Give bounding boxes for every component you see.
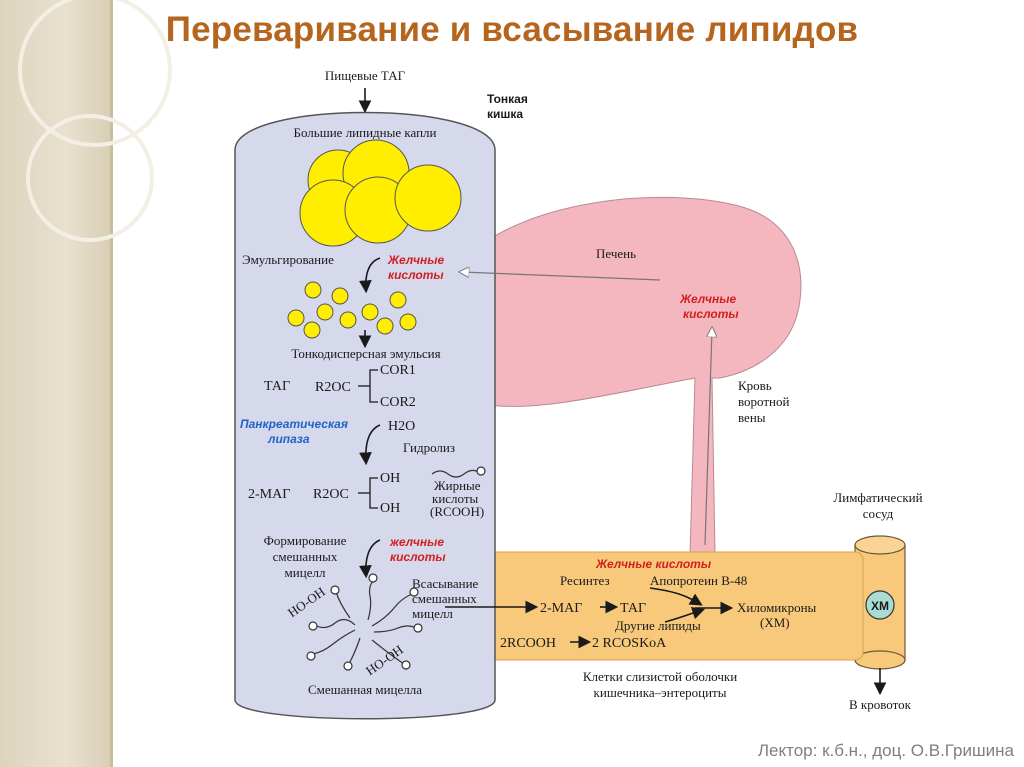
emulsification-label: Эмульгирование [242, 252, 334, 267]
bile-acids-label-2b: кислоты [390, 550, 446, 564]
micelle-formation-label-b: смешанных [273, 549, 338, 564]
resynthesis-label: Ресинтез [560, 573, 610, 588]
absorption-label-a: Всасывание [412, 576, 479, 591]
fine-emulsion-label: Тонкодисперсная эмульсия [291, 346, 440, 361]
fatty-acids-label-b: кислоты [432, 491, 479, 506]
rcoskoa-label: 2 RCOSKoA [592, 636, 667, 651]
enterocyte-bile-label: Желчные кислоты [595, 557, 712, 571]
oh-label-1: OH [380, 471, 400, 486]
pancreatic-lipase-label-a: Панкреатическая [240, 417, 348, 431]
fatty-acid-squiggle [431, 469, 479, 478]
other-lipids-label: Другие липиды [615, 618, 701, 633]
ester-bracket [358, 369, 378, 509]
mixed-micelle-graphic [306, 573, 423, 671]
large-lipid-droplets [299, 139, 462, 247]
liver-label: Печень [596, 246, 636, 261]
portal-blood-label-b: воротной [738, 394, 790, 409]
tag-label: ТАГ [264, 379, 290, 394]
portal-blood-label-a: Кровь [738, 378, 772, 393]
fatty-acids-label-c: (RCOOH) [430, 504, 484, 519]
side-panel-border [110, 0, 113, 767]
flow-arrows [358, 88, 887, 696]
portal-blood-label-c: вены [738, 410, 766, 425]
micelle-formation-label-c: мицелл [285, 565, 326, 580]
oh-label-2: OH [380, 501, 400, 516]
decorative-rings [18, 0, 172, 242]
fatty-acids-label-a: Жирные [434, 478, 481, 493]
lymph-vessel-label-b: сосуд [863, 506, 894, 521]
large-droplets-label: Большие липидные капли [294, 125, 437, 140]
cor2-label: COR2 [380, 395, 416, 410]
chylomicrons-label-a: Хиломикроны [737, 600, 817, 615]
mag-label: 2-МАГ [248, 487, 290, 502]
liver-bile-label-a: Желчные [679, 292, 736, 306]
liver-bile-label-b: кислоты [683, 307, 739, 321]
food-tag-label: Пищевые ТАГ [325, 68, 406, 83]
rcooh-label: 2RCOOH [500, 636, 556, 651]
absorption-label-b: смешанных [412, 591, 477, 606]
r2oc-label-2: R2OC [313, 487, 349, 502]
enterocytes-label-a: Клетки слизистой оболочки [583, 669, 737, 684]
bile-return-arrows [462, 272, 712, 546]
tag-reaction-label: ТАГ [620, 601, 646, 616]
mag-reaction-label: 2-МАГ [540, 601, 582, 616]
apoprotein-label: Апопротеин В-48 [650, 573, 747, 588]
slide-title: Переваривание и всасывание липидов [165, 10, 859, 49]
lecturer-credit: Лектор: к.б.н., доц. О.В.Гришина [757, 741, 1014, 760]
h2o-label: H2O [388, 419, 415, 434]
chylomicrons-label-b: (ХМ) [760, 615, 790, 630]
pancreatic-lipase-label-b: липаза [267, 432, 310, 446]
bile-acids-label-1b: кислоты [388, 268, 444, 282]
r2oc-label-1: R2OC [315, 380, 351, 395]
small-intestine-label-2: кишка [487, 107, 523, 121]
emulsion-droplets [287, 281, 417, 339]
to-blood-label: В кровоток [849, 697, 912, 712]
bile-acids-label-2a: желчные [389, 535, 444, 549]
cor1-label: COR1 [380, 363, 416, 378]
lymph-vessel-label-a: Лимфатический [833, 490, 922, 505]
mixed-micelle-label: Смешанная мицелла [308, 682, 422, 697]
xm-label: ХМ [871, 599, 889, 613]
micelle-formation-label-a: Формирование [264, 533, 347, 548]
intestine-tube [234, 111, 496, 720]
hydrolysis-label: Гидролиз [403, 440, 455, 455]
small-intestine-label-1: Тонкая [487, 92, 528, 106]
enterocytes-label-b: кишечника–энтероциты [594, 685, 727, 700]
absorption-label-c: мицелл [412, 606, 453, 621]
bile-acids-label-1a: Желчные [387, 253, 444, 267]
